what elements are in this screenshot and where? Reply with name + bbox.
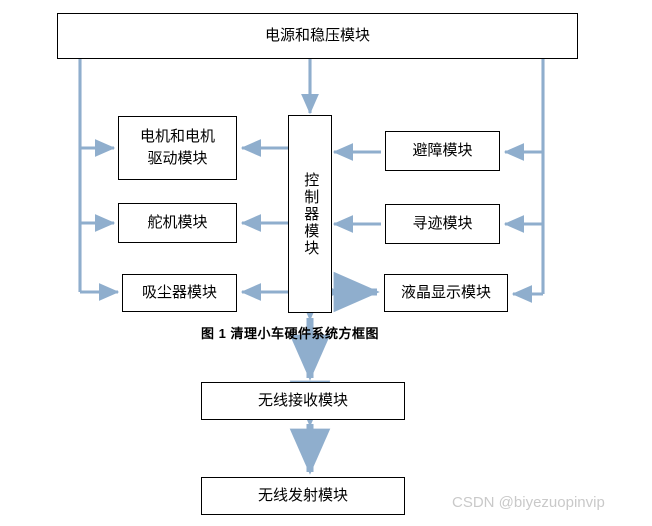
box-wireless-receiver-module[interactable]: 无线接收模块 — [201, 382, 405, 420]
box-servo-module[interactable]: 舵机模块 — [118, 203, 237, 243]
box-wireless-transmitter-module[interactable]: 无线发射模块 — [201, 477, 405, 515]
box-motor-driver-module-label-line1: 电机和电机 — [139, 128, 215, 146]
box-wireless-transmitter-module-label: 无线发射模块 — [257, 487, 348, 505]
box-tracking-module[interactable]: 寻迹模块 — [385, 204, 500, 244]
box-controller-module[interactable]: 控制器模块 — [288, 115, 332, 313]
box-power-module[interactable]: 电源和稳压模块 — [57, 13, 578, 59]
box-vacuum-module[interactable]: 吸尘器模块 — [122, 274, 237, 312]
box-controller-module-label: 控制器模块 — [302, 171, 320, 257]
box-obstacle-avoidance-module[interactable]: 避障模块 — [385, 131, 500, 171]
figure-caption: 图 1 清理小车硬件系统方框图 — [201, 326, 379, 341]
box-lcd-display-module[interactable]: 液晶显示模块 — [384, 274, 508, 312]
box-tracking-module-label: 寻迹模块 — [412, 215, 473, 233]
box-lcd-display-module-label: 液晶显示模块 — [400, 284, 491, 302]
box-vacuum-module-label: 吸尘器模块 — [141, 284, 217, 302]
box-motor-driver-module-label-line2: 驱动模块 — [147, 150, 208, 167]
box-motor-driver-module[interactable]: 电机和电机 驱动模块 — [118, 116, 237, 180]
box-power-module-label: 电源和稳压模块 — [264, 27, 370, 45]
box-servo-module-label: 舵机模块 — [147, 214, 208, 232]
box-obstacle-avoidance-module-label: 避障模块 — [412, 142, 473, 160]
csdn-watermark: CSDN @biyezuopinvip — [452, 494, 605, 511]
box-wireless-receiver-module-label: 无线接收模块 — [257, 392, 348, 410]
